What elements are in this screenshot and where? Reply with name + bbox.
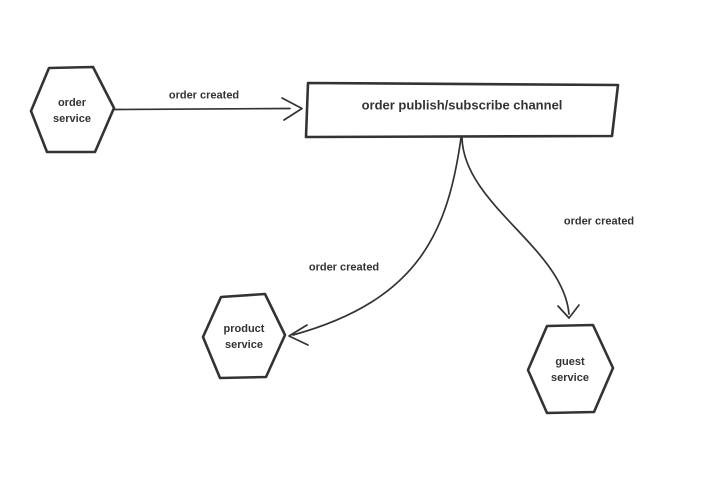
node-product-service[interactable] bbox=[201, 292, 287, 380]
node-label-guest-service: guest service bbox=[551, 356, 589, 384]
node-order-channel[interactable] bbox=[304, 81, 620, 139]
node-order-service[interactable] bbox=[29, 65, 116, 154]
edge-channel-to-product-service[interactable] bbox=[288, 137, 462, 346]
arrowhead-left-icon bbox=[288, 324, 309, 346]
arrowhead-down-icon bbox=[557, 304, 580, 319]
edge-line[interactable] bbox=[113, 107, 291, 111]
edge-channel-to-guest-service[interactable] bbox=[461, 137, 580, 319]
node-label-order-channel: order publish/subscribe channel bbox=[361, 97, 563, 113]
edge-label-order-created-top: order created bbox=[168, 89, 240, 102]
node-label-product-service: product service bbox=[223, 323, 265, 351]
edge-curve[interactable] bbox=[292, 137, 462, 336]
edge-label-order-created-left: order created bbox=[308, 261, 380, 274]
node-label-order-service: order service bbox=[53, 97, 91, 125]
edge-curve[interactable] bbox=[461, 137, 570, 315]
arrowhead-right-icon bbox=[281, 97, 303, 121]
node-guest-service[interactable] bbox=[526, 323, 615, 415]
edge-label-order-created-right: order created bbox=[563, 215, 635, 228]
edge-order-service-to-channel[interactable] bbox=[113, 97, 303, 121]
